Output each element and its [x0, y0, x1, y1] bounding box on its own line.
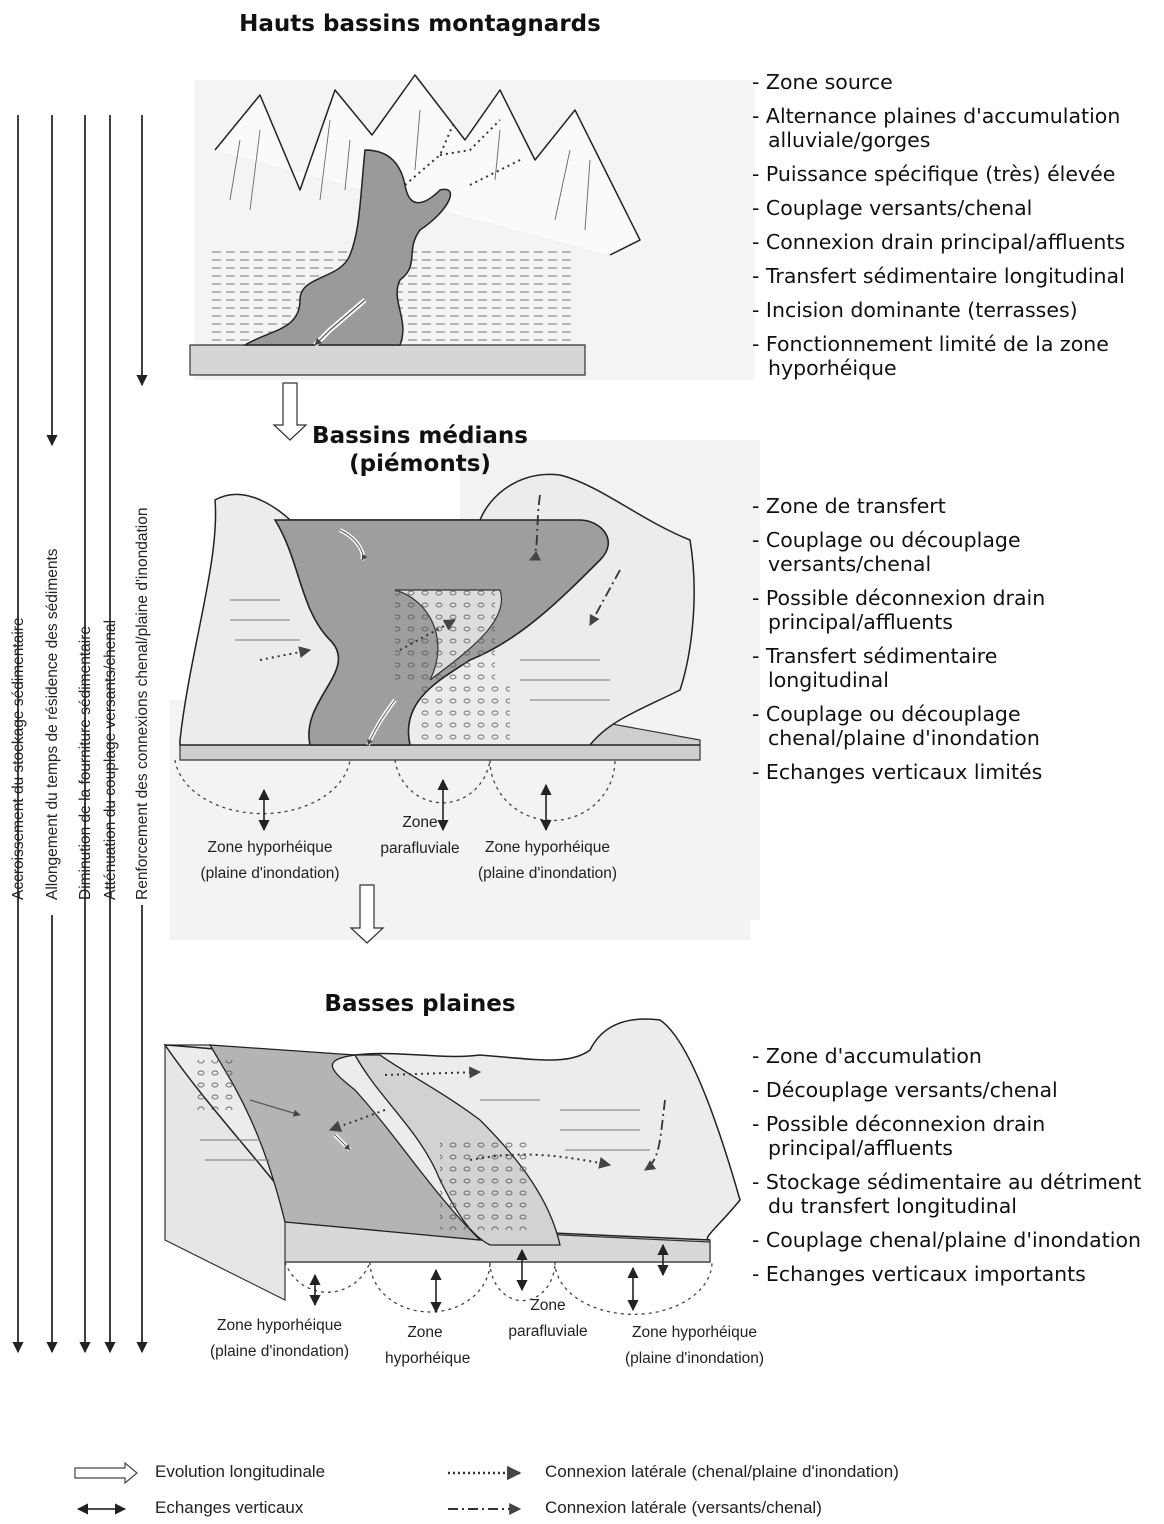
property-item: Fonctionnement limité de la zone hyporhé… [752, 332, 1152, 380]
property-item: Possible déconnexion drain principal/aff… [752, 586, 1052, 634]
lowland-plain-illustration [165, 1019, 740, 1314]
property-item: Zone de transfert [752, 494, 1052, 518]
trend-label-couplage: Atténuation du couplage versants/chenal [102, 620, 120, 900]
trend-label-residence: Allongement du temps de résidence des sé… [44, 548, 62, 900]
section-title-bassins-medians-sub: (piémonts) [295, 450, 545, 478]
properties-list-bassins-medians: Zone de transfert Couplage ou découplage… [752, 494, 1052, 794]
zone-label-parafluviale: Zone parafluviale [380, 810, 460, 862]
section-title-hauts-bassins: Hauts bassins montagnards [225, 10, 615, 38]
trend-label-connexions: Renforcement des connexions chenal/plain… [134, 508, 152, 900]
property-item: Couplage versants/chenal [752, 196, 1152, 220]
property-item: Transfert sédimentaire longitudinal [752, 644, 1052, 692]
zone-label-hyporheic-floodplain: Zone hyporhéique (plaine d'inondation) [190, 835, 350, 887]
legend-vertical-label: Echanges verticaux [155, 1498, 303, 1518]
property-item: Découplage versants/chenal [752, 1078, 1157, 1102]
mountain-basin-illustration [190, 75, 755, 380]
section-title-bassins-medians-main: Bassins médians [295, 422, 545, 450]
property-item: Zone d'accumulation [752, 1044, 1157, 1068]
trend-label-fourniture: Diminution de la fourniture sédimentaire [77, 626, 95, 900]
legend-lateral-slopes-label: Connexion latérale (versants/chenal) [545, 1498, 822, 1518]
property-item: Puissance spécifique (très) élevée [752, 162, 1152, 186]
zone-label-parafluviale: Zone parafluviale [508, 1293, 588, 1345]
zone-label-hyporheic: Zone hyporhéique [385, 1320, 465, 1372]
zone-label-hyporheic-floodplain: Zone hyporhéique (plaine d'inondation) [197, 1313, 362, 1365]
property-item: Couplage chenal/plaine d'inondation [752, 1228, 1157, 1252]
section-title-basses-plaines: Basses plaines [295, 990, 545, 1018]
legend-lateral-floodplain-label: Connexion latérale (chenal/plaine d'inon… [545, 1462, 899, 1482]
property-item: Transfert sédimentaire longitudinal [752, 264, 1152, 288]
properties-list-basses-plaines: Zone d'accumulation Découplage versants/… [752, 1044, 1157, 1296]
property-item: Connexion drain principal/affluents [752, 230, 1152, 254]
property-item: Couplage ou découplage versants/chenal [752, 528, 1052, 576]
zone-label-hyporheic-floodplain: Zone hyporhéique (plaine d'inondation) [612, 1320, 777, 1372]
legend-longitudinal-symbol [75, 1463, 137, 1483]
property-item: Echanges verticaux importants [752, 1262, 1157, 1286]
trend-label-stockage: Accroissement du stockage sédimentaire [10, 617, 28, 900]
property-item: Alternance plaines d'accumulation alluvi… [752, 104, 1152, 152]
property-item: Zone source [752, 70, 1152, 94]
property-item: Echanges verticaux limités [752, 760, 1052, 784]
legend-longitudinal-label: Evolution longitudinale [155, 1462, 325, 1482]
zone-label-hyporheic-floodplain: Zone hyporhéique (plaine d'inondation) [465, 835, 630, 887]
property-item: Incision dominante (terrasses) [752, 298, 1152, 322]
property-item: Possible déconnexion drain principal/aff… [752, 1112, 1157, 1160]
properties-list-hauts-bassins: Zone source Alternance plaines d'accumul… [752, 70, 1152, 390]
property-item: Couplage ou découplage chenal/plaine d'i… [752, 702, 1052, 750]
section-title-bassins-medians: Bassins médians (piémonts) [295, 422, 545, 478]
property-item: Stockage sédimentaire au détriment du tr… [752, 1170, 1157, 1218]
